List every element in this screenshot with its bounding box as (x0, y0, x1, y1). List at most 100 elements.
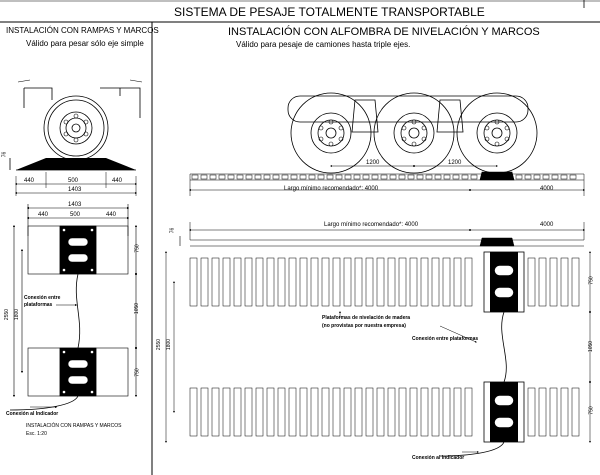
mat-slat (218, 174, 226, 180)
mat-slat (420, 257, 429, 307)
mat-slat (321, 257, 330, 307)
mat-slat (542, 174, 550, 180)
right-height-dim: 76 (169, 227, 176, 234)
mat-slat (533, 174, 541, 180)
mat-slat (442, 257, 451, 307)
mat-slat (464, 257, 473, 307)
mat-slat (222, 387, 231, 437)
mat-slat (560, 387, 569, 437)
mat-slat (308, 174, 316, 180)
mat-slat (236, 174, 244, 180)
mat-slat (376, 257, 385, 307)
mat-slat (189, 387, 198, 437)
mat-slat (376, 387, 385, 437)
left-right-dim-3: 750 (134, 368, 141, 377)
sheet-title: SISTEMA DE PESAJE TOTALMENTE TRANSPORTAB… (174, 5, 485, 19)
mat-slat (387, 387, 396, 437)
mat-slat (389, 174, 397, 180)
mat-slat (571, 257, 580, 307)
mat-slat (255, 257, 264, 307)
left-left-dim-1: 2550 (4, 308, 11, 321)
left-wheel-side-view (9, 79, 143, 171)
mat-slat (233, 387, 242, 437)
mat-slat (409, 387, 418, 437)
right-right-dim-1: 750 (588, 276, 595, 285)
left-left-dim-2: 1800 (14, 308, 21, 321)
mat-slat (255, 387, 264, 437)
mat-slat (398, 174, 406, 180)
mat-slat (335, 174, 343, 180)
mat-slat (272, 174, 280, 180)
mat-slat (524, 174, 532, 180)
mat-slat (211, 387, 220, 437)
mat-slat (227, 174, 235, 180)
right-connection-label: Conexión entre plataformas (412, 336, 479, 342)
mat-slat (387, 257, 396, 307)
mat-slat (288, 257, 297, 307)
right-triple-axle-side-view (287, 92, 538, 174)
mat-slat (209, 174, 217, 180)
mat-slat (409, 257, 418, 307)
mat-slat (200, 257, 209, 307)
mat-slat (189, 257, 198, 307)
left-indicator-label: Conexión al Indicador (6, 411, 59, 417)
mat-slat (453, 257, 462, 307)
mat-slat (211, 257, 220, 307)
mat-slat (353, 174, 361, 180)
right-right-dim-3: 750 (588, 406, 595, 415)
mat-slat (416, 174, 424, 180)
left-total: 1403 (68, 187, 82, 193)
left-plan-dim-b: 500 (70, 212, 81, 218)
mat-slat (288, 387, 297, 437)
mat-slat (344, 174, 352, 180)
mat-slat (263, 174, 271, 180)
mat-slat (317, 174, 325, 180)
right-plan-length: 4000 (540, 222, 554, 228)
side-mat-slats (191, 174, 577, 180)
mat-slat (425, 174, 433, 180)
left-dim-a: 440 (24, 178, 35, 184)
mat-slat (431, 257, 440, 307)
mat-slat (343, 387, 352, 437)
plan-mat-slats-bottom (189, 387, 580, 437)
mat-slat (560, 174, 568, 180)
mat-slat (538, 257, 547, 307)
mat-slat (527, 257, 536, 307)
right-indicator-label: Conexión al Indicador (412, 455, 465, 461)
mat-slat (299, 174, 307, 180)
mat-slat (538, 387, 547, 437)
mat-slat (310, 387, 319, 437)
left-plan-view (9, 204, 138, 411)
left-subheading: Válido para pesar sólo eje simple (26, 39, 144, 48)
left-connection-label-1: Conexión entre (24, 295, 61, 301)
mat-slat (354, 257, 363, 307)
mat-slat (222, 257, 231, 307)
mat-slat (470, 174, 478, 180)
left-heading: INSTALACIÓN CON RAMPAS Y MARCOS (6, 26, 159, 35)
mat-slat (321, 387, 330, 437)
mat-slat (365, 257, 374, 307)
right-side-dimensions (189, 165, 585, 196)
left-height-dim: 76 (1, 151, 8, 158)
left-side-dimensions (15, 172, 137, 196)
mat-slat (443, 174, 451, 180)
mat-slat (354, 387, 363, 437)
mat-slat (245, 174, 253, 180)
mat-slat (551, 174, 559, 180)
mat-slat (371, 174, 379, 180)
mat-slat (326, 174, 334, 180)
right-left-dim-1: 2550 (156, 338, 163, 351)
mat-slat (515, 174, 523, 180)
mat-slat (398, 257, 407, 307)
mat-slat (549, 257, 558, 307)
mat-slat (569, 174, 577, 180)
mat-slat (452, 174, 460, 180)
mat-slat (431, 387, 440, 437)
mat-label-2: (no provistas por nuestra empresa) (322, 323, 406, 329)
mat-slat (254, 174, 262, 180)
mat-slat (442, 387, 451, 437)
mat-slat (277, 387, 286, 437)
